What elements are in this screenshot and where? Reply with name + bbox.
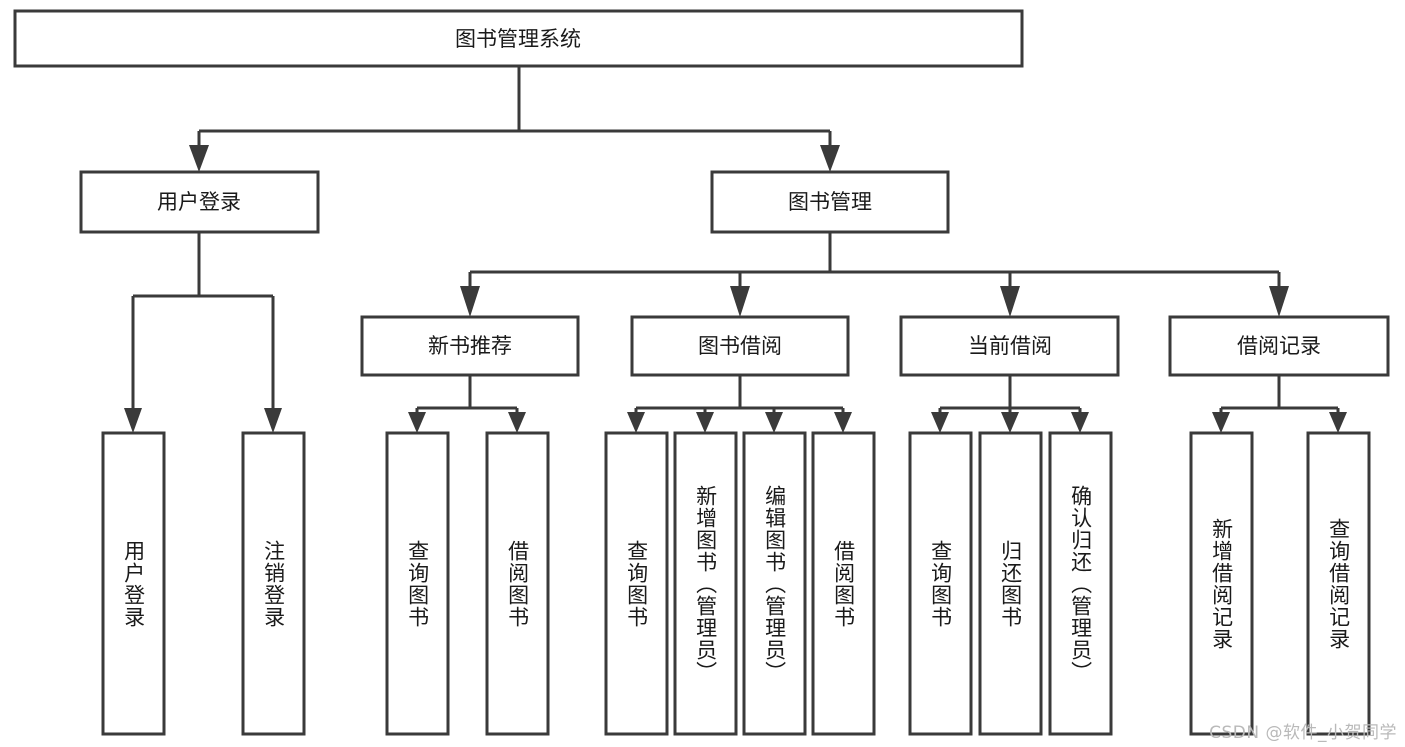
connector-book-management-bus bbox=[468, 232, 1281, 286]
node-book-borrow-label: 图书借阅 bbox=[698, 334, 782, 358]
leaf-user-login-box[interactable] bbox=[101, 431, 166, 736]
leaf-add-record-box[interactable] bbox=[1189, 431, 1254, 736]
connector-book-borrow-bus bbox=[634, 375, 845, 414]
arrow-leaf-query-book-2 bbox=[627, 412, 645, 433]
arrow-leaf-add-record bbox=[1212, 412, 1230, 433]
arrow-leaf-user-login bbox=[124, 408, 142, 433]
node-current-borrow[interactable]: 当前借阅 bbox=[899, 315, 1120, 377]
node-borrow-record-box[interactable] bbox=[1168, 315, 1390, 377]
arrow-leaf-query-book-3 bbox=[931, 412, 949, 433]
node-book-borrow[interactable]: 图书借阅 bbox=[630, 315, 850, 377]
csdn-watermark: CSDN @软件_小贺同学 bbox=[1209, 723, 1397, 743]
leaf-user-logout-box[interactable] bbox=[241, 431, 306, 736]
node-borrow-record-label: 借阅记录 bbox=[1237, 334, 1321, 358]
node-book-borrow-box[interactable] bbox=[630, 315, 850, 377]
arrow-leaf-borrow-book-2 bbox=[834, 412, 852, 433]
leaf-query-book-2-box[interactable] bbox=[604, 431, 669, 736]
node-borrow-record[interactable]: 借阅记录 bbox=[1168, 315, 1390, 377]
arrow-user-login bbox=[189, 145, 209, 172]
leaf-confirm-return-box[interactable] bbox=[1048, 431, 1113, 736]
arrow-leaf-borrow-book-1 bbox=[508, 412, 526, 433]
arrow-leaf-query-book-1 bbox=[408, 412, 426, 433]
leaf-return-book-box[interactable] bbox=[978, 431, 1043, 736]
nodes-layer: 图书管理系统 用户登录 图书管理 新书推荐 图书借阅 bbox=[13, 9, 1390, 736]
node-root[interactable]: 图书管理系统 bbox=[13, 9, 1024, 68]
node-current-borrow-box[interactable] bbox=[899, 315, 1120, 377]
connector-root-bus bbox=[197, 66, 832, 145]
arrow-new-book-recommend bbox=[460, 286, 480, 317]
node-book-management[interactable]: 图书管理 bbox=[710, 170, 950, 234]
arrow-leaf-edit-book bbox=[765, 412, 783, 433]
connector-current-borrow-bus bbox=[938, 375, 1082, 414]
arrow-borrow-record bbox=[1269, 286, 1289, 317]
node-new-book-recommend-label: 新书推荐 bbox=[428, 334, 512, 358]
arrow-leaf-confirm-return bbox=[1071, 412, 1089, 433]
leaf-borrow-book-1-box[interactable] bbox=[485, 431, 550, 736]
connectors-layer bbox=[124, 66, 1347, 433]
connector-user-login-bus bbox=[131, 232, 275, 408]
node-new-book-recommend[interactable]: 新书推荐 bbox=[360, 315, 580, 377]
leaf-add-book-box[interactable] bbox=[673, 431, 738, 736]
node-user-login-box[interactable] bbox=[79, 170, 320, 234]
node-book-management-label: 图书管理 bbox=[788, 190, 872, 214]
leaf-edit-book-box[interactable] bbox=[742, 431, 807, 736]
node-book-management-box[interactable] bbox=[710, 170, 950, 234]
leaf-query-book-1-box[interactable] bbox=[385, 431, 450, 736]
connector-borrow-record-bus bbox=[1219, 375, 1340, 414]
arrow-book-management bbox=[820, 145, 840, 172]
node-current-borrow-label: 当前借阅 bbox=[968, 334, 1052, 358]
arrow-leaf-add-book bbox=[696, 412, 714, 433]
arrow-current-borrow bbox=[1000, 286, 1020, 317]
arrow-leaf-query-record bbox=[1329, 412, 1347, 433]
arrow-book-borrow bbox=[730, 286, 750, 317]
node-user-login-label: 用户登录 bbox=[157, 190, 241, 214]
arrow-leaf-user-logout bbox=[264, 408, 282, 433]
leaf-query-record-box[interactable] bbox=[1306, 431, 1371, 736]
leaf-borrow-book-2-box[interactable] bbox=[811, 431, 876, 736]
node-root-box[interactable] bbox=[13, 9, 1024, 68]
node-root-label: 图书管理系统 bbox=[455, 27, 581, 51]
node-new-book-recommend-box[interactable] bbox=[360, 315, 580, 377]
leaf-query-book-3-box[interactable] bbox=[908, 431, 973, 736]
arrow-leaf-return-book bbox=[1001, 412, 1019, 433]
connector-new-book-recommend-bus bbox=[415, 375, 519, 414]
node-user-login[interactable]: 用户登录 bbox=[79, 170, 320, 234]
